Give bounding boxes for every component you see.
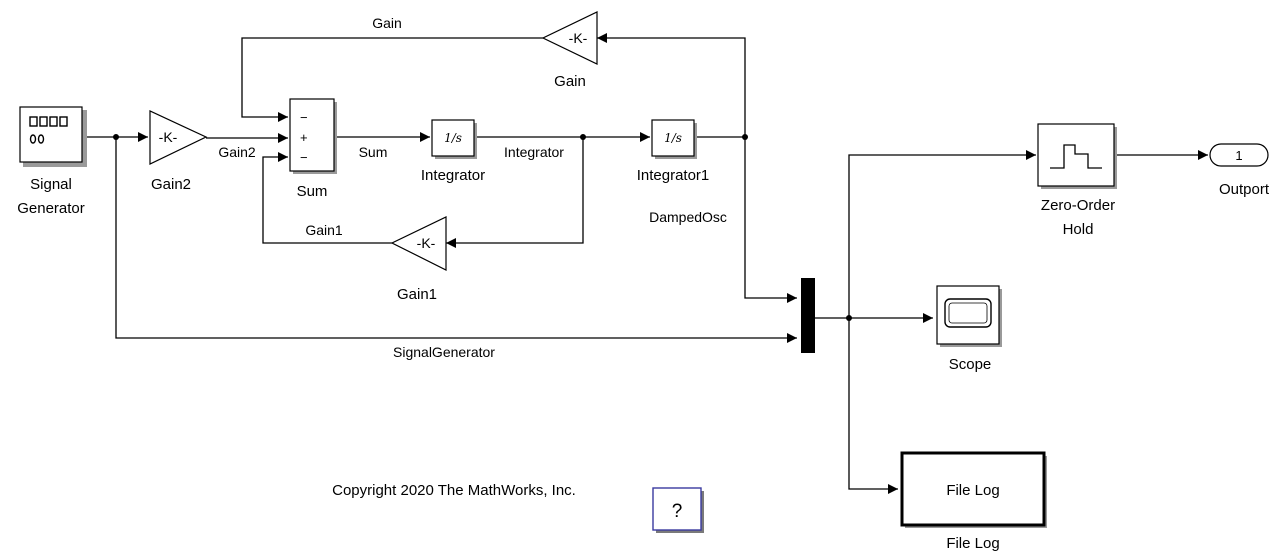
wire-dampedosc-to-mux[interactable] — [744, 137, 797, 303]
zero-order-hold-icon — [1050, 144, 1102, 169]
zero-order-hold-label-line2: Hold — [1063, 221, 1094, 238]
integrator-label: Integrator — [421, 167, 485, 184]
gain1-label: Gain1 — [397, 286, 437, 303]
gain-block[interactable]: -K- — [541, 11, 598, 65]
wire-gain-to-sum[interactable] — [241, 37, 543, 122]
signal-label-sum: Sum — [359, 144, 388, 160]
signal-label-dampedosc: DampedOsc — [649, 209, 727, 225]
gain2-label: Gain2 — [151, 176, 191, 193]
outport-number: 1 — [1235, 148, 1242, 163]
wire-gain1-to-sum[interactable] — [262, 152, 392, 244]
wire-to-file-log[interactable] — [848, 318, 898, 494]
sum-sign-middle: + — [300, 130, 308, 145]
file-log-label: File Log — [946, 535, 999, 552]
signal-generator-label-line2: Generator — [17, 200, 85, 217]
integrator1-block[interactable]: 1/s — [651, 119, 697, 159]
gain1-symbol: -K- — [417, 235, 436, 251]
integrator-symbol: 1/s — [444, 131, 462, 145]
gain-label: Gain — [554, 73, 586, 90]
signal-generator-label-line1: Signal — [30, 176, 72, 193]
outport-block[interactable]: 1 — [1209, 143, 1269, 167]
scope-label: Scope — [949, 356, 992, 373]
sum-label: Sum — [297, 183, 328, 200]
wire-dampedosc-to-gain[interactable] — [597, 33, 746, 137]
signal-label-gain2: Gain2 — [218, 144, 256, 160]
file-log-block-text: File Log — [946, 482, 999, 499]
copyright-text: Copyright 2020 The MathWorks, Inc. — [332, 482, 576, 499]
signal-label-signalgenerator: SignalGenerator — [393, 344, 495, 360]
help-question-icon: ? — [672, 501, 683, 522]
signal-label-integrator: Integrator — [504, 144, 564, 160]
sum-block[interactable]: − + − — [289, 98, 337, 174]
gain2-symbol: -K- — [159, 129, 178, 145]
sum-sign-bottom: − — [300, 150, 308, 165]
outport-label: Outport — [1219, 181, 1270, 198]
wire-signalgenerator-to-mux[interactable] — [115, 137, 797, 343]
signal-label-gain1: Gain1 — [305, 222, 343, 238]
gain1-block[interactable]: -K- — [390, 216, 447, 271]
signal-generator-icon — [29, 116, 68, 144]
zero-order-hold-block[interactable] — [1037, 123, 1117, 189]
gain2-block[interactable]: -K- — [149, 110, 208, 165]
sum-sign-top: − — [300, 110, 308, 125]
signal-generator-block[interactable] — [19, 106, 87, 167]
scope-block[interactable] — [936, 285, 1002, 347]
wire-to-zero-order-hold[interactable] — [848, 150, 1036, 318]
integrator1-label: Integrator1 — [637, 167, 710, 184]
integrator-block[interactable]: 1/s — [431, 119, 477, 159]
file-log-block[interactable]: File Log — [900, 451, 1047, 528]
signal-label-gain: Gain — [372, 15, 402, 31]
mux-block[interactable] — [801, 278, 815, 353]
zero-order-hold-label-line1: Zero-Order — [1041, 197, 1115, 214]
integrator1-symbol: 1/s — [664, 131, 682, 145]
wire-integrator-to-gain1[interactable] — [446, 137, 584, 248]
gain-symbol: -K- — [569, 30, 588, 46]
scope-screen-icon — [944, 298, 992, 328]
help-button[interactable]: ? — [652, 487, 704, 533]
